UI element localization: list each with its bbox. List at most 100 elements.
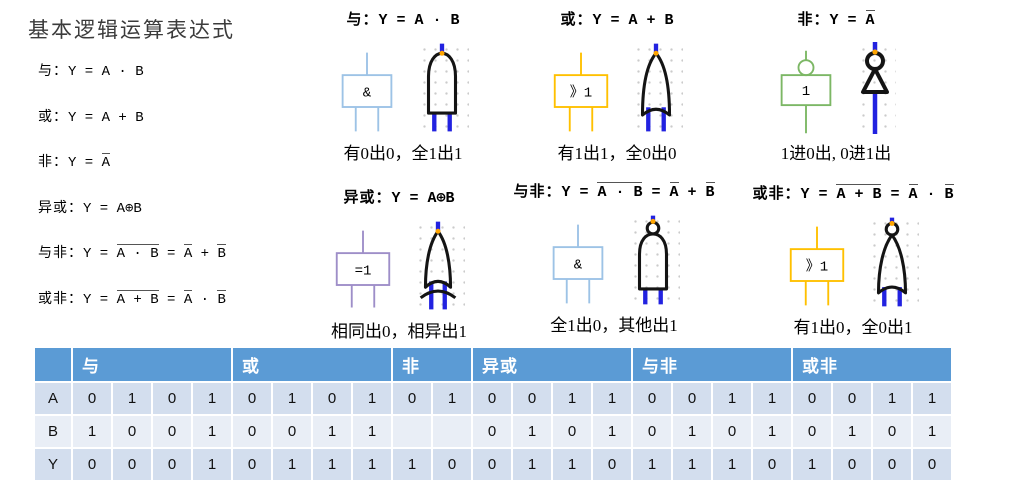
xor-gate-expression: Y = A⊕B — [391, 190, 454, 207]
table-cell: 0 — [233, 383, 271, 414]
table-cell: 0 — [793, 416, 831, 447]
table-group-header-row: 与或非异或与非或非 — [35, 348, 951, 381]
table-cell: 1 — [273, 383, 311, 414]
expression-text: + — [192, 246, 218, 262]
overlined-term: A — [183, 244, 193, 262]
expression-text: Y = A · B — [378, 12, 460, 29]
table-cell: 1 — [193, 449, 231, 480]
overlined-term: B — [705, 182, 715, 201]
expression-formula: Y = A · B = A + B — [83, 244, 226, 262]
table-cell: 0 — [873, 416, 911, 447]
svg-text:&: & — [363, 86, 372, 102]
expression-text: Y = A⊕B — [83, 200, 142, 217]
overlined-term: A — [908, 184, 918, 203]
xor-gate-iec-symbol: =1 — [335, 230, 391, 308]
table-cell: 1 — [433, 383, 471, 414]
and-gate-label: 与： — [346, 12, 379, 28]
nand-gate-rule: 全1出0，其他出1 — [550, 316, 678, 335]
svg-text:》1: 》1 — [806, 259, 828, 276]
xor-gate-section: 异或：Y = A⊕B =1 相同出0，相异出1 — [314, 186, 484, 342]
table-cell: 1 — [793, 449, 831, 480]
svg-text:=1: =1 — [355, 264, 372, 280]
table-cell: 1 — [673, 449, 711, 480]
table-cell: 1 — [753, 383, 791, 414]
grid-dots-background — [629, 40, 683, 136]
table-cell: 1 — [353, 383, 391, 414]
expression-list: 与：Y = A · B 或：Y = A + B 非：Y = A 异或：Y = A… — [38, 60, 226, 333]
expression-formula: Y = A⊕B — [83, 201, 142, 217]
table-cell: 0 — [73, 449, 111, 480]
table-cell: 0 — [273, 416, 311, 447]
table-cell: 1 — [593, 416, 631, 447]
expression-item-nor: 或非：Y = A + B = A · B — [38, 288, 226, 334]
table-cell: 0 — [393, 383, 431, 414]
grid-dots-background — [865, 214, 919, 310]
xor-gate-rule: 相同出0，相异出1 — [331, 322, 467, 341]
expression-label: 或非： — [38, 291, 83, 307]
and-gate-expression: Y = A · B — [379, 12, 460, 29]
nand-gate-title: 与非：Y = A · B = A + B — [494, 180, 734, 204]
table-cell: 0 — [233, 416, 271, 447]
table-cell: 0 — [753, 449, 791, 480]
table-cell: 1 — [913, 383, 951, 414]
table-cell: 0 — [833, 383, 871, 414]
table-group-header: 异或 — [473, 348, 631, 381]
expression-text: Y = A + B — [592, 12, 674, 29]
nand-gate-ansi-symbol — [637, 215, 669, 305]
not-gate-expression: Y = A — [829, 10, 875, 29]
table-cell: 1 — [513, 449, 551, 480]
overlined-term: B — [217, 289, 226, 308]
table-cell: 1 — [73, 416, 111, 447]
nand-gate-symbols: & — [494, 212, 734, 308]
table-cell: 0 — [233, 449, 271, 480]
table-cell: 1 — [393, 449, 431, 480]
expression-text: = — [158, 291, 184, 308]
table-cell: 1 — [633, 449, 671, 480]
nor-gate-expression: Y = A + B = A · B — [800, 184, 954, 203]
table-cell: 1 — [353, 449, 391, 480]
svg-text:&: & — [574, 258, 583, 274]
not-gate-title: 非：Y = A — [756, 8, 916, 32]
expression-text: Y = — [83, 291, 117, 308]
overlined-term: A — [669, 182, 679, 201]
expression-text: = — [642, 184, 670, 201]
expression-text: Y = — [83, 246, 117, 262]
expression-item-not: 非：Y = A — [38, 151, 226, 197]
xor-gate-ansi-symbol — [419, 221, 457, 310]
table-cell: 0 — [473, 383, 511, 414]
table-cell: 1 — [193, 383, 231, 414]
table-cell: 0 — [473, 449, 511, 480]
table-row-label: A — [35, 383, 71, 414]
or-gate-symbols: 》1 — [532, 40, 702, 136]
table-group-header: 或 — [233, 348, 391, 381]
table-cell: 0 — [593, 449, 631, 480]
and-gate-section: 与：Y = A · B & 有0出0，全1出1 — [318, 8, 488, 164]
table-group-header: 与 — [73, 348, 231, 381]
nand-gate-iec-symbol: & — [552, 224, 604, 304]
overlined-term: A — [101, 153, 111, 171]
and-gate-iec-symbol: & — [341, 52, 393, 132]
table-cell — [393, 416, 431, 447]
expression-item-or: 或：Y = A + B — [38, 106, 226, 152]
expression-formula: Y = A — [68, 153, 111, 171]
table-cell: 1 — [593, 383, 631, 414]
or-gate-expression: Y = A + B — [593, 12, 674, 29]
table-cell: 0 — [153, 416, 191, 447]
table-cell: 0 — [553, 416, 591, 447]
expression-text: · — [917, 186, 945, 203]
and-gate-ansi-symbol — [426, 43, 458, 132]
overlined-term: A · B — [116, 244, 159, 262]
grid-dots-background — [415, 40, 469, 136]
overlined-term: A + B — [116, 289, 159, 308]
table-group-header: 与非 — [633, 348, 791, 381]
expression-label: 与： — [38, 64, 68, 79]
table-cell: 0 — [153, 383, 191, 414]
nor-gate-title: 或非：Y = A + B = A · B — [722, 182, 984, 206]
overlined-term: A — [183, 289, 193, 308]
not-gate-symbols: 1 — [756, 40, 916, 136]
table-cell: 1 — [713, 449, 751, 480]
table-cell: 1 — [353, 416, 391, 447]
